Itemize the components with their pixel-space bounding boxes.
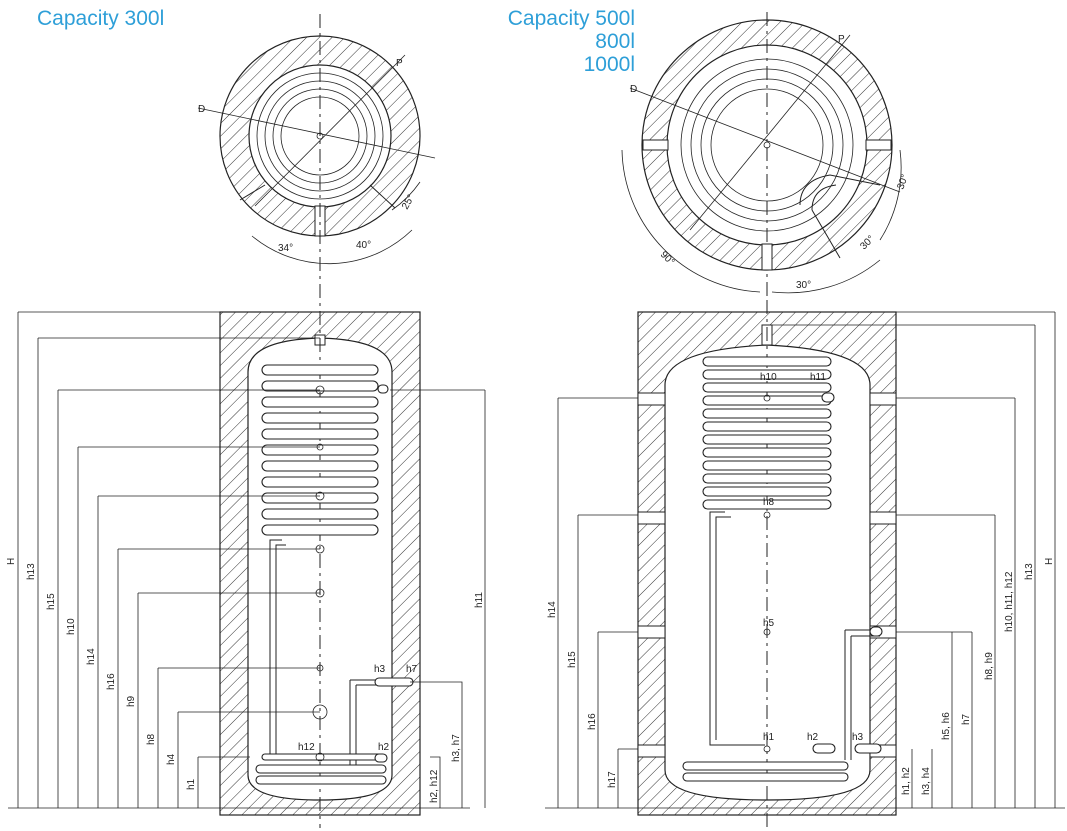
label-p-right: P (838, 34, 845, 45)
top-view-right: D P 30° 30° 30° 90° (621, 12, 911, 300)
label-d-right: D (630, 84, 637, 95)
title-capacity-500-800-1000: Capacity 500l 800l 1000l (508, 7, 635, 76)
dim-h14-left: h14 (86, 648, 97, 665)
label-h8-right: h8 (763, 497, 775, 508)
label-h3-left: h3 (374, 664, 386, 675)
dim-h11-left: h11 (474, 592, 485, 608)
title-capacity-500: Capacity 500l (507, 7, 635, 30)
label-h7-left: h7 (406, 664, 418, 675)
dim-h8-h9-right: h8, h9 (984, 652, 995, 680)
dim-H-right: H (1044, 558, 1055, 565)
title-capacity-1000: 1000l (583, 53, 635, 76)
dim-h16-left: h16 (106, 673, 117, 690)
dim-h3-h4-right: h3, h4 (921, 767, 932, 795)
dim-h7-right: h7 (961, 713, 972, 725)
dim-h5-h6-right: h5, h6 (941, 712, 952, 740)
dim-h4-left: h4 (166, 753, 177, 765)
dim-h8-left: h8 (146, 733, 157, 745)
title-capacity-300: Capacity 300l (37, 7, 165, 30)
angle-30-bottom: 30° (796, 280, 811, 291)
label-h3-right: h3 (852, 732, 864, 743)
dim-h2-h12-left: h2, h12 (429, 769, 440, 803)
heating-coil-right (682, 356, 883, 782)
label-d-left: D (198, 104, 205, 115)
dim-h1-h2-right: h1, h2 (901, 767, 912, 795)
dim-h15-left: h15 (46, 593, 57, 610)
label-p-left: P (396, 58, 403, 69)
top-view-left: D P 34° 40° 25° (197, 14, 436, 296)
dim-h13-right: h13 (1024, 563, 1035, 580)
dim-h1-left: h1 (186, 778, 197, 790)
label-h2-left: h2 (378, 742, 390, 753)
heating-coil-left (255, 364, 414, 785)
dim-h15-right: h15 (567, 651, 578, 668)
label-h2-right: h2 (807, 732, 819, 743)
label-h5-right: h5 (763, 618, 775, 629)
angle-30-top: 30° (895, 173, 911, 191)
angle-25: 25° (400, 193, 417, 212)
dim-h10-h11-h12-right: h10, h11, h12 (1004, 571, 1015, 632)
dim-h17-right: h17 (607, 771, 618, 788)
side-view-left: H h13 h15 h10 h14 h16 h9 h8 h4 h1 h11 h3… (6, 14, 486, 828)
side-view-right: h14 h15 h16 h17 H h13 h10, h11, h12 h8, … (545, 300, 1065, 828)
angle-30-mid: 30° (858, 234, 876, 252)
dim-h10-left: h10 (66, 618, 77, 635)
dim-h3-h7-left: h3, h7 (451, 734, 462, 762)
angle-40: 40° (356, 240, 371, 251)
dim-h9-left: h9 (126, 695, 137, 707)
angle-90: 90° (658, 249, 676, 267)
dim-h14-right: h14 (547, 601, 558, 618)
label-h12-left: h12 (298, 742, 315, 753)
dim-H-left: H (6, 558, 17, 565)
label-h10-right: h10 (760, 372, 777, 383)
label-h1-right: h1 (763, 732, 775, 743)
dim-h13-left: h13 (26, 563, 37, 580)
title-capacity-800: 800l (595, 30, 635, 53)
angle-34: 34° (278, 243, 293, 254)
label-h11-right: h11 (810, 372, 826, 383)
dim-h16-right: h16 (587, 713, 598, 730)
